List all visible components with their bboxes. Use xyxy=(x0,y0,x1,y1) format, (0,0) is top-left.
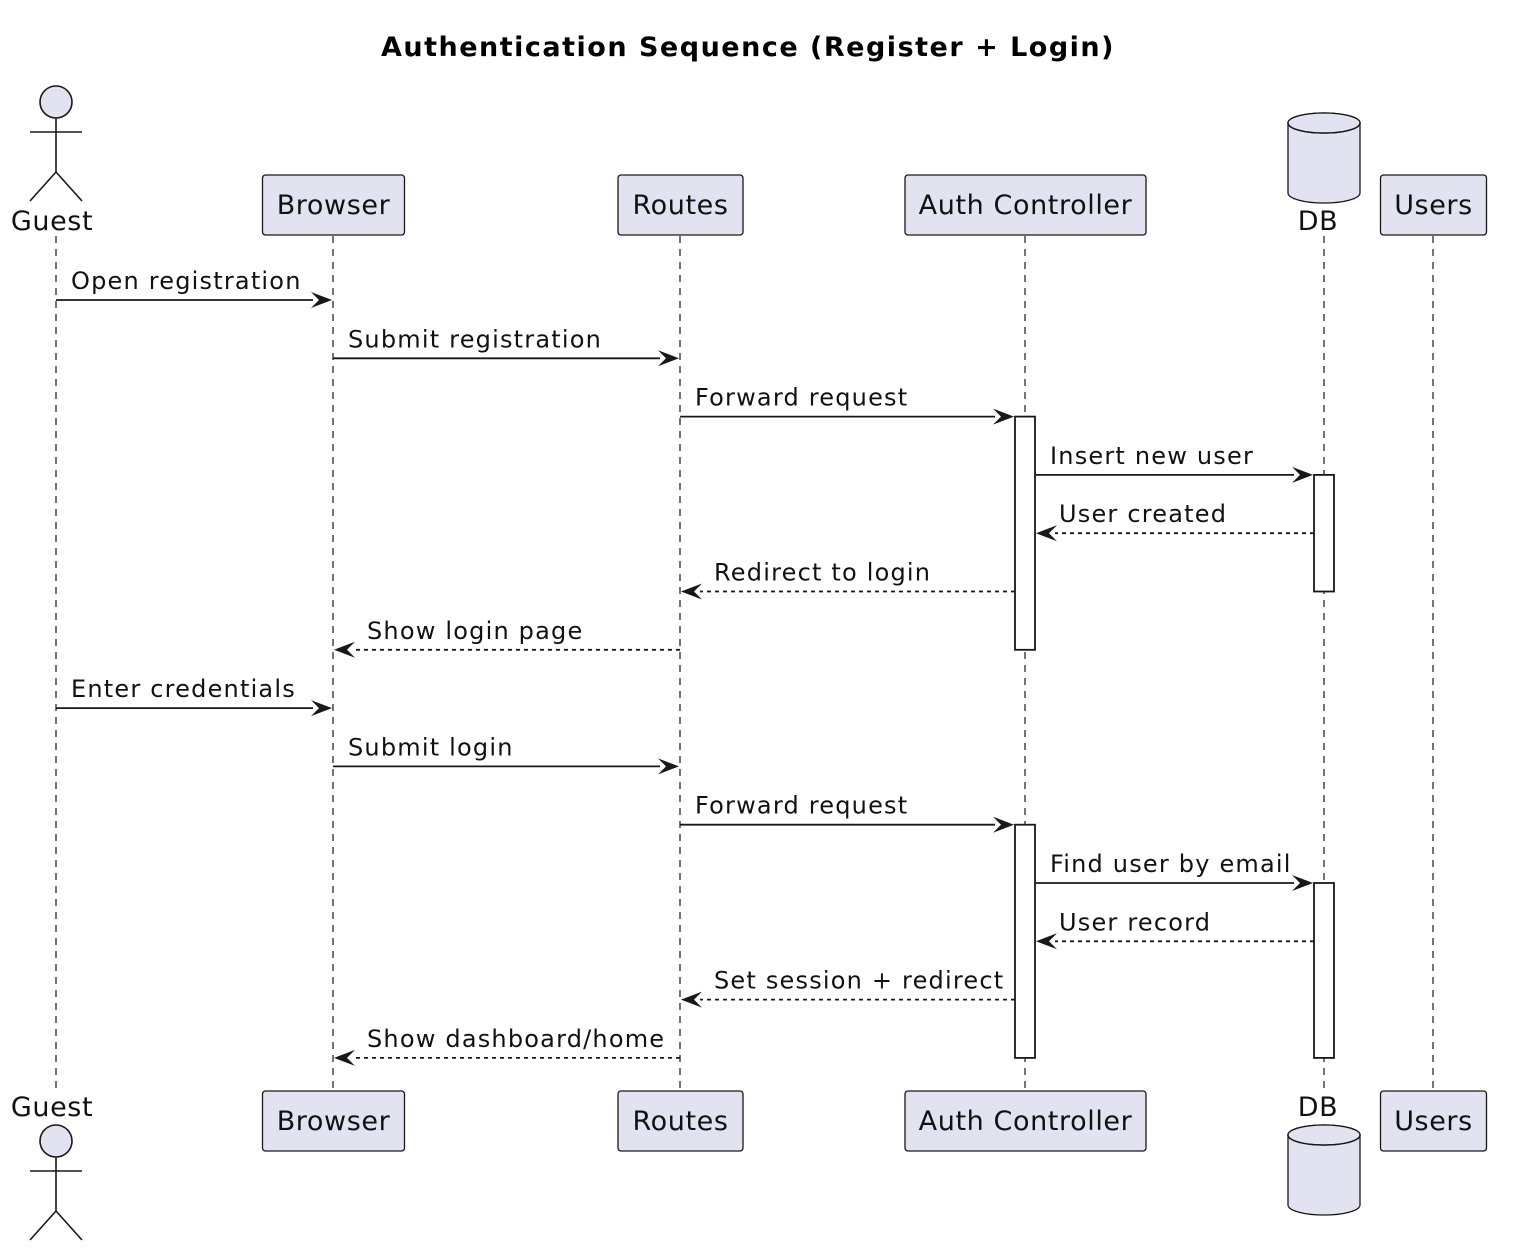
arrowhead xyxy=(1292,875,1313,891)
participant-box xyxy=(1379,174,1488,236)
arrowhead xyxy=(681,991,702,1008)
participant-label: Auth Controller xyxy=(919,190,1133,221)
participant-label: DB xyxy=(1298,1092,1339,1123)
message-3: Forward request xyxy=(680,384,1014,425)
message-13: Set session + redirect xyxy=(681,967,1015,1008)
participant-label: Routes xyxy=(632,1106,728,1137)
message-5: User created xyxy=(1036,500,1314,542)
arrowhead xyxy=(334,1049,355,1066)
activation-bar-db xyxy=(1313,882,1335,1059)
message-label: Forward request xyxy=(695,792,908,820)
participant-users: Users xyxy=(1379,1090,1488,1152)
participant-label: Browser xyxy=(277,190,391,221)
actor-stick-figure-icon xyxy=(29,85,83,202)
message-label: Enter credentials xyxy=(71,675,296,703)
database-cylinder-icon xyxy=(1287,1124,1361,1216)
participant-browser: Browser xyxy=(261,174,406,236)
message-9: Submit login xyxy=(333,733,679,775)
activation-bar-auth xyxy=(1014,823,1036,1059)
message-10: Forward request xyxy=(680,792,1014,833)
participant-box xyxy=(261,1090,406,1152)
message-12: User record xyxy=(1036,908,1314,950)
participant-box xyxy=(904,174,1147,236)
activation-bars xyxy=(1014,415,1335,1059)
participant-label: Guest xyxy=(11,206,93,237)
message-label: Redirect to login xyxy=(714,559,931,587)
message-label: Submit login xyxy=(348,733,514,761)
actor-guest: Guest xyxy=(11,1092,93,1241)
actor-guest: Guest xyxy=(11,85,93,237)
arrowhead xyxy=(658,758,679,775)
arrowhead xyxy=(311,292,332,308)
participant-label: Auth Controller xyxy=(919,1106,1133,1137)
participant-users: Users xyxy=(1379,174,1488,236)
message-14: Show dashboard/home xyxy=(334,1025,680,1066)
participant-label: Users xyxy=(1394,190,1473,221)
message-label: Open registration xyxy=(71,267,302,295)
arrowhead xyxy=(1036,933,1057,950)
arrowhead xyxy=(1292,466,1313,483)
database-cylinder-icon xyxy=(1287,112,1361,204)
arrowhead xyxy=(1036,525,1057,542)
message-6: Redirect to login xyxy=(681,559,1015,600)
message-label: Insert new user xyxy=(1050,442,1254,470)
arrowhead xyxy=(334,641,355,658)
message-11: Find user by email xyxy=(1035,850,1313,891)
participant-box xyxy=(617,174,744,236)
participant-db: DB xyxy=(1287,1092,1361,1216)
message-label: Find user by email xyxy=(1050,850,1292,878)
arrowhead xyxy=(311,700,332,717)
diagram-title: Authentication Sequence (Register + Logi… xyxy=(381,32,1115,63)
participants-bottom: Guest Browser Routes Auth Controller DB Users xyxy=(11,1090,1488,1241)
participant-label: Browser xyxy=(277,1106,391,1137)
participant-label: Users xyxy=(1394,1106,1473,1137)
message-4: Insert new user xyxy=(1035,442,1313,483)
message-label: Submit registration xyxy=(348,325,602,353)
message-1: Open registration xyxy=(56,267,332,308)
message-2: Submit registration xyxy=(333,325,679,367)
actor-stick-figure-icon xyxy=(29,1124,83,1241)
participant-box xyxy=(1379,1090,1488,1152)
message-label: User record xyxy=(1059,908,1211,936)
message-label: User created xyxy=(1059,500,1227,528)
arrowhead xyxy=(993,816,1014,833)
arrowhead xyxy=(993,408,1014,425)
message-label: Show login page xyxy=(367,617,583,645)
participant-auth: Auth Controller xyxy=(904,1090,1147,1152)
participant-box xyxy=(617,1090,744,1152)
message-7: Show login page xyxy=(334,617,680,658)
participant-label: Guest xyxy=(11,1092,93,1123)
message-label: Show dashboard/home xyxy=(367,1025,665,1053)
participant-db: DB xyxy=(1287,112,1361,237)
participant-routes: Routes xyxy=(617,1090,744,1152)
participant-box xyxy=(261,174,406,236)
message-label: Forward request xyxy=(695,384,908,412)
participant-label: Routes xyxy=(632,190,728,221)
participant-auth: Auth Controller xyxy=(904,174,1147,236)
participant-box xyxy=(904,1090,1147,1152)
message-label: Set session + redirect xyxy=(714,967,1004,995)
activation-bar-auth xyxy=(1014,415,1036,651)
participant-routes: Routes xyxy=(617,174,744,236)
arrowhead xyxy=(658,350,679,367)
activation-bar-db xyxy=(1313,473,1335,593)
arrowhead xyxy=(681,583,702,600)
participant-browser: Browser xyxy=(261,1090,406,1152)
message-8: Enter credentials xyxy=(56,675,332,717)
participant-label: DB xyxy=(1298,206,1339,237)
lifelines xyxy=(55,236,1434,1090)
